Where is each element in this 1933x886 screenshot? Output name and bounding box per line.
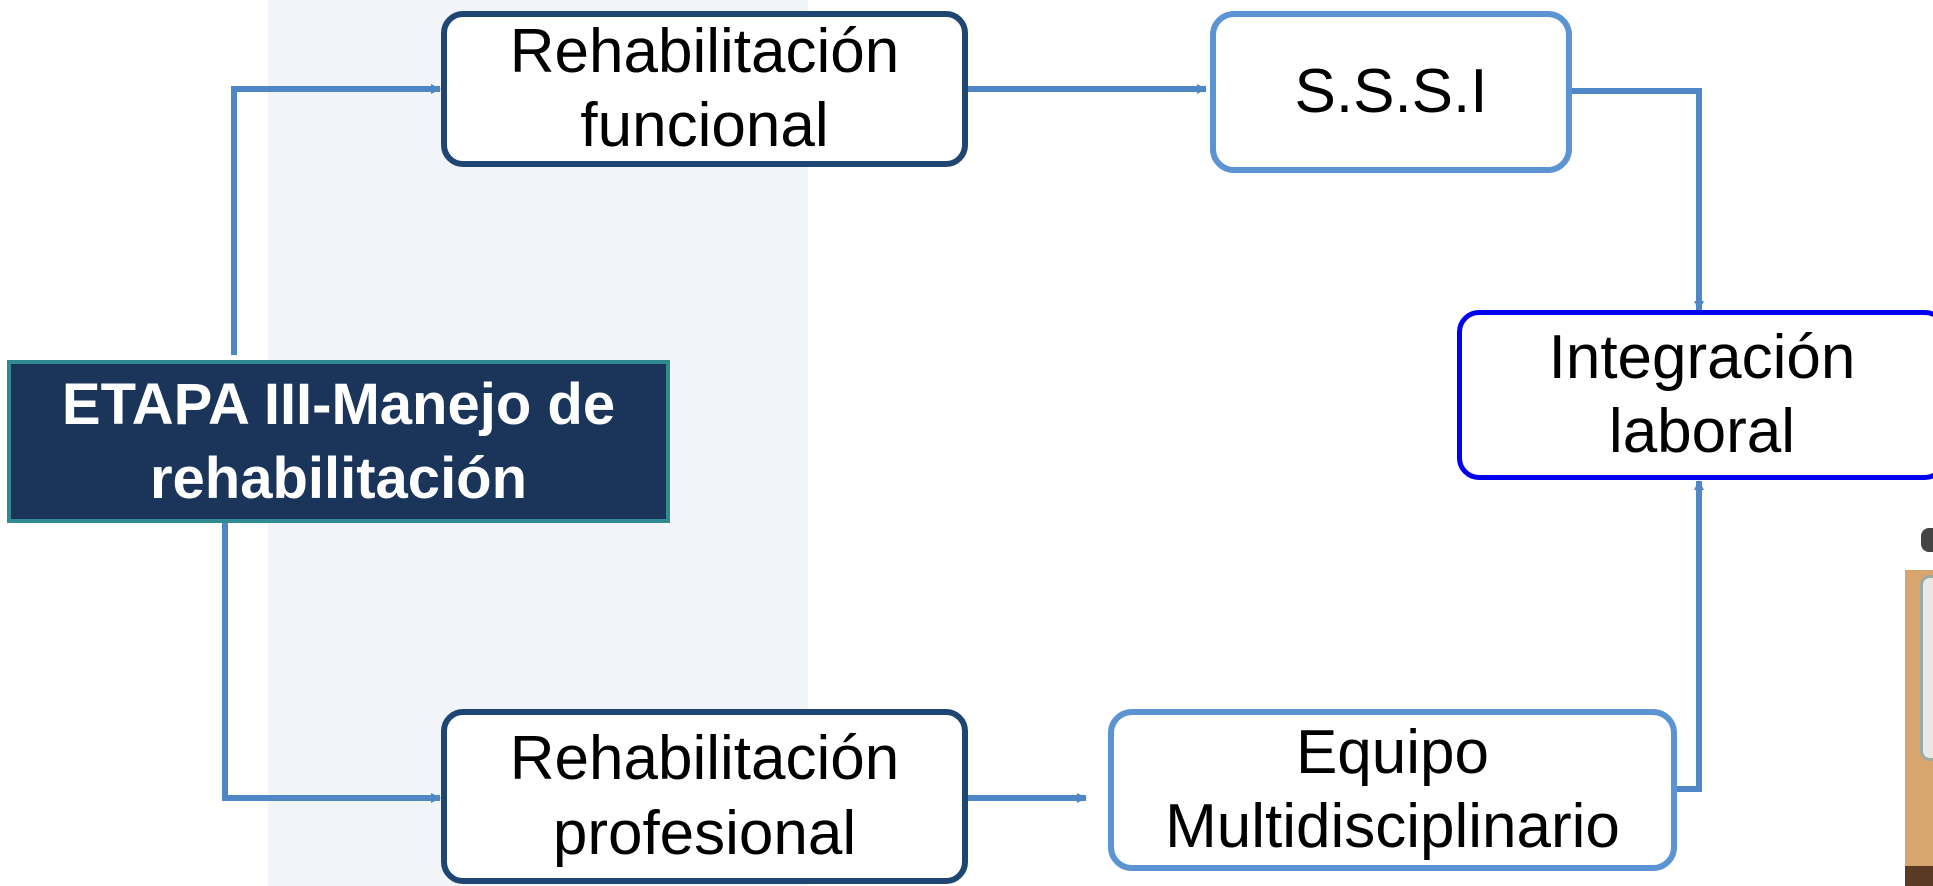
cropped-illustration-detail xyxy=(1920,575,1933,761)
sssi-node: S.S.S.I xyxy=(1210,11,1572,173)
connector-main-to-rehab-funcional xyxy=(231,84,441,355)
rehab-funcional-node: Rehabilitación funcional xyxy=(441,11,968,167)
connector-sssi-to-integracion xyxy=(1572,88,1704,311)
cropped-illustration-base xyxy=(1905,866,1933,886)
integracion-laboral-node: Integración laboral xyxy=(1457,310,1933,480)
rehab-profesional-node: Rehabilitación profesional xyxy=(441,709,968,884)
equipo-multidisciplinario-node: Equipo Multidisciplinario xyxy=(1108,709,1677,871)
etapa-iii-main-node: ETAPA III-Manejo de rehabilitación xyxy=(7,360,670,523)
connector-equipo-to-integracion xyxy=(1677,480,1704,792)
cropped-illustration-dot xyxy=(1921,528,1933,552)
connector-main-to-rehab-profesional xyxy=(222,523,441,803)
